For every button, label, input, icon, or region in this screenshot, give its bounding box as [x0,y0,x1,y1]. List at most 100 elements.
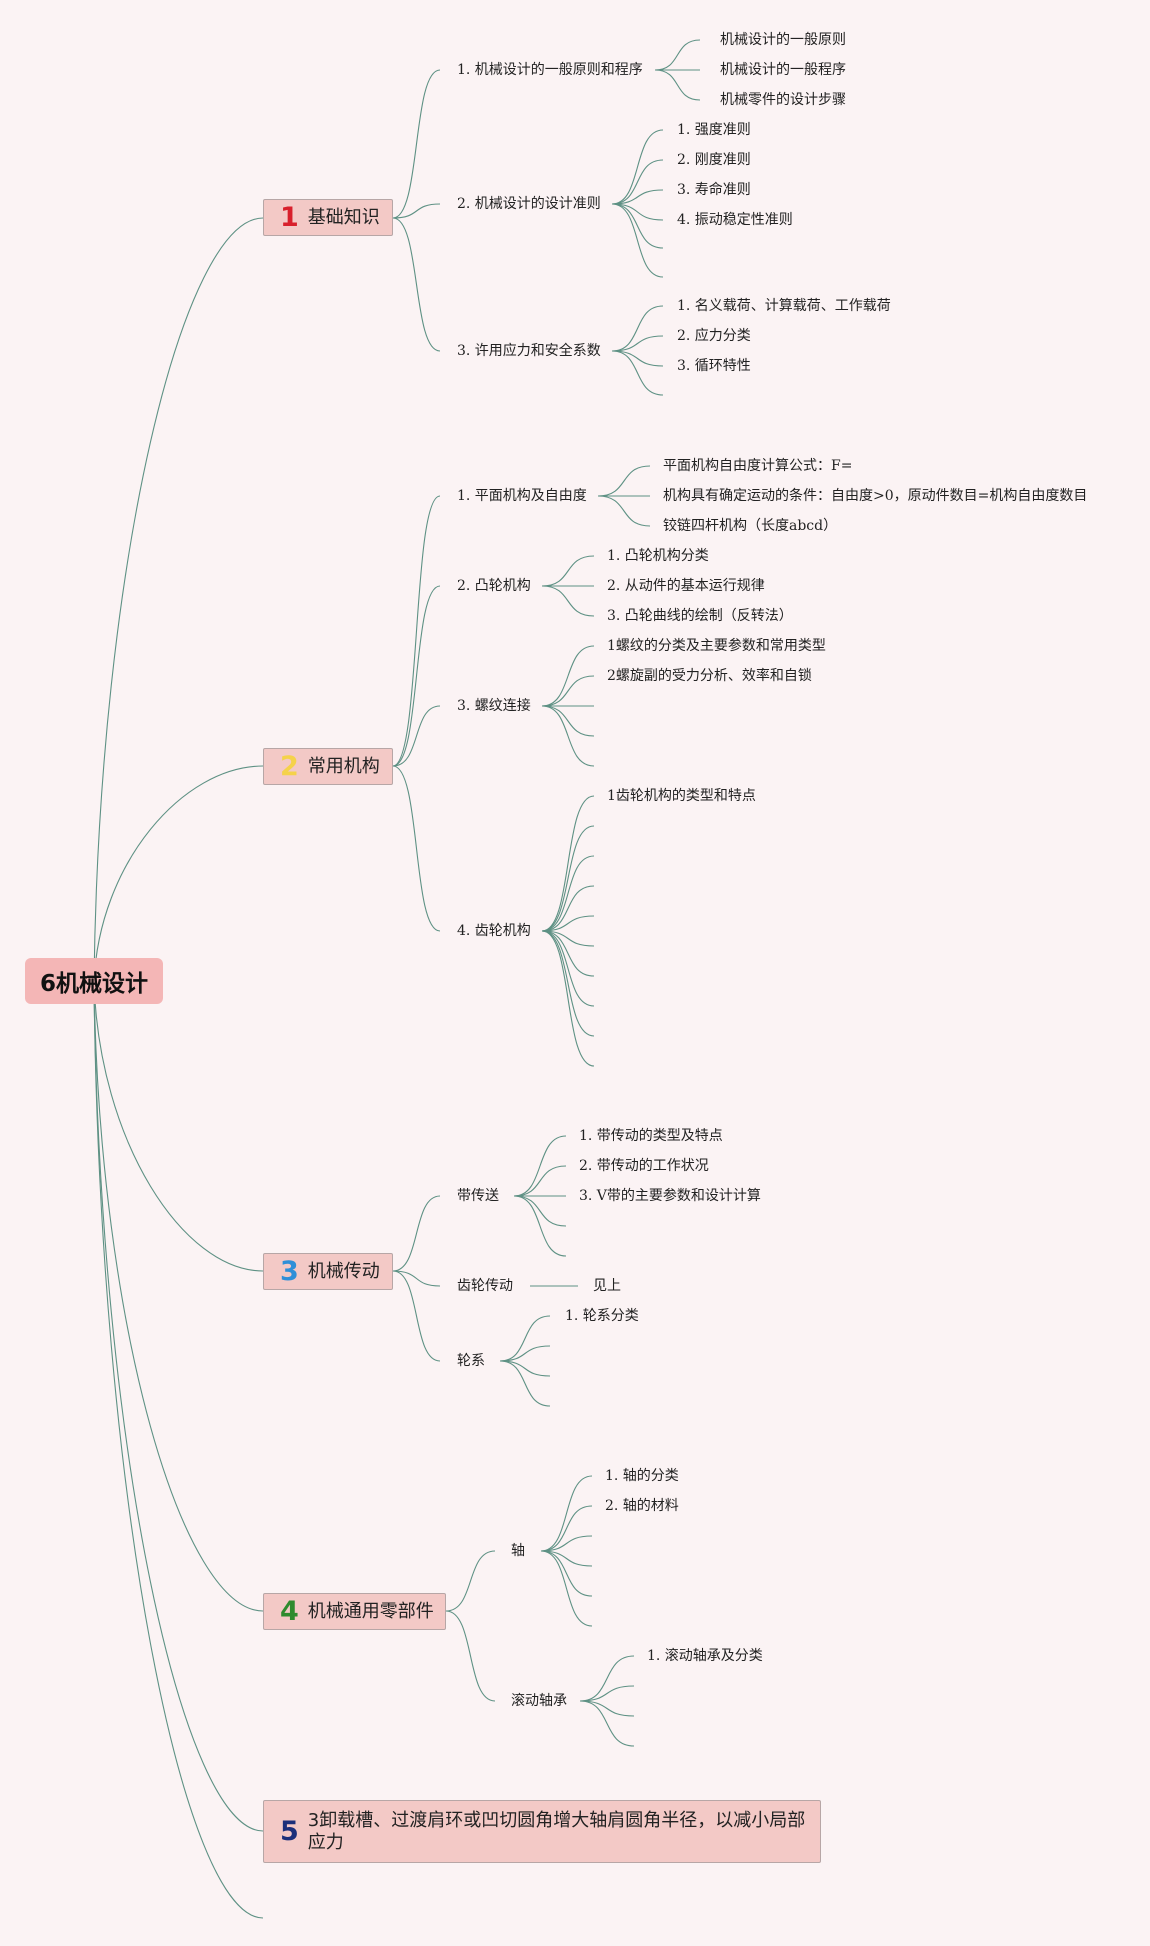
section-stress-relief-note[interactable]: 5 3卸载槽、过渡肩环或凹切圆角增大轴肩圆角半径，以减小局部应力 [263,1800,821,1863]
topic-branch [541,705,595,737]
topic-branch [541,885,595,932]
section-branch [392,69,441,219]
topic-threaded-connection[interactable]: 3. 螺纹连接 [457,698,531,714]
topic-branch [611,129,664,205]
topic-branch [579,1655,635,1702]
topic-branch [579,1685,635,1702]
topic-allowable-stress[interactable]: 3. 许用应力和安全系数 [457,343,601,359]
section-number: 2 [280,751,299,782]
topic-branch [611,189,664,205]
topic-gear-mechanism[interactable]: 4. 齿轮机构 [457,923,531,939]
topic-gear-drive[interactable]: 齿轮传动 [457,1278,513,1294]
section-branch [392,203,441,219]
topic-belt-drive[interactable]: 带传送 [457,1188,499,1204]
item-thread-types[interactable]: 1螺纹的分类及主要参数和常用类型 [607,638,826,654]
item-vibration-criterion[interactable]: 4. 振动稳定性准则 [677,212,793,228]
section-branch [392,585,441,767]
item-shaft-classification[interactable]: 1. 轴的分类 [605,1468,679,1484]
item-belt-types[interactable]: 1. 带传动的类型及特点 [579,1128,723,1144]
topic-branch [499,1315,551,1362]
item-stress-classification[interactable]: 2. 应力分类 [677,328,751,344]
topic-branch [541,930,595,1067]
section-branch [392,1195,441,1272]
section-branch [392,765,441,932]
topic-design-principles[interactable]: 1. 机械设计的一般原则和程序 [457,62,643,78]
topic-branch [611,350,664,396]
item-cam-profile[interactable]: 3. 凸轮曲线的绘制（反转法） [607,608,793,624]
section-branch [392,1270,441,1362]
topic-design-criteria[interactable]: 2. 机械设计的设计准则 [457,196,601,212]
section-branch [445,1610,496,1702]
topic-branch [499,1360,551,1407]
item-v-belt-design[interactable]: 3. V带的主要参数和设计计算 [579,1188,761,1204]
root-branch [93,981,264,1272]
topic-branch [541,930,595,1007]
topic-branch [513,1165,567,1197]
item-strength-criterion[interactable]: 1. 强度准则 [677,122,751,138]
section-number: 3 [280,1256,299,1287]
item-dof-formula[interactable]: 平面机构自由度计算公式：F= [663,458,853,474]
topic-shaft[interactable]: 轴 [511,1543,525,1559]
section-number: 4 [280,1596,299,1627]
section-branch [392,495,441,767]
item-motion-condition[interactable]: 机构具有确定运动的条件：自由度>0，原动件数目=机构自由度数目 [663,488,1088,504]
topic-branch [541,930,595,977]
topic-branch [541,585,595,617]
topic-branch [611,203,664,249]
topic-branch [611,203,664,221]
item-cam-classification[interactable]: 1. 凸轮机构分类 [607,548,709,564]
topic-branch [611,350,664,367]
item-cycle-characteristics[interactable]: 3. 循环特性 [677,358,751,374]
topic-gear-train[interactable]: 轮系 [457,1353,485,1369]
item-four-bar-linkage[interactable]: 铰链四杆机构（长度abcd） [663,518,838,534]
item-loads[interactable]: 1. 名义载荷、计算载荷、工作载荷 [677,298,891,314]
section-number: 5 [280,1816,299,1847]
section-mechanical-transmission[interactable]: 3 机械传动 [263,1253,393,1290]
item-shaft-material[interactable]: 2. 轴的材料 [605,1498,679,1514]
topic-cam-mechanism[interactable]: 2. 凸轮机构 [457,578,531,594]
root-branch [93,981,264,1919]
item-bearing-classification[interactable]: 1. 滚动轴承及分类 [647,1648,763,1664]
item-part-design-steps[interactable]: 机械零件的设计步骤 [720,92,846,108]
root-branch [93,981,264,1832]
topic-branch [541,825,595,932]
section-basic-knowledge[interactable]: 1 基础知识 [263,199,393,236]
topic-branch [654,39,701,71]
item-gear-train-class[interactable]: 1. 轮系分类 [565,1308,639,1324]
topic-branch [597,465,651,497]
section-label: 机械传动 [307,1260,380,1282]
topic-branch [541,645,595,707]
item-follower-motion[interactable]: 2. 从动件的基本运行规律 [607,578,765,594]
section-common-mechanisms[interactable]: 2 常用机构 [263,748,393,785]
topic-branch [541,855,595,932]
item-general-procedure[interactable]: 机械设计的一般程序 [720,62,846,78]
root-branch [93,217,264,983]
topic-branch [541,675,595,707]
topic-branch [540,1550,593,1597]
topic-branch [513,1195,567,1257]
topic-rolling-bearing[interactable]: 滚动轴承 [511,1693,567,1709]
section-general-parts[interactable]: 4 机械通用零部件 [263,1593,446,1630]
section-number: 1 [280,202,299,233]
topic-branch [499,1360,551,1377]
topic-planar-mechanism[interactable]: 1. 平面机构及自由度 [457,488,587,504]
item-belt-working[interactable]: 2. 带传动的工作状况 [579,1158,709,1174]
topic-branch [499,1345,551,1362]
root-node[interactable]: 6机械设计 [25,958,163,1004]
item-screw-analysis[interactable]: 2螺旋副的受力分析、效率和自锁 [607,668,812,684]
topic-branch [540,1505,593,1552]
item-gear-types[interactable]: 1齿轮机构的类型和特点 [607,788,756,804]
topic-branch [541,705,595,767]
item-general-principles[interactable]: 机械设计的一般原则 [720,32,846,48]
item-stiffness-criterion[interactable]: 2. 刚度准则 [677,152,751,168]
topic-branch [611,305,664,352]
topic-branch [513,1135,567,1197]
section-label: 3卸载槽、过渡肩环或凹切圆角增大轴肩圆角半径，以减小局部应力 [307,1809,806,1853]
section-label: 基础知识 [307,206,380,228]
item-life-criterion[interactable]: 3. 寿命准则 [677,182,751,198]
topic-branch [579,1700,635,1747]
topic-branch [611,335,664,352]
item-see-above[interactable]: 见上 [593,1278,621,1294]
topic-branch [541,915,595,932]
